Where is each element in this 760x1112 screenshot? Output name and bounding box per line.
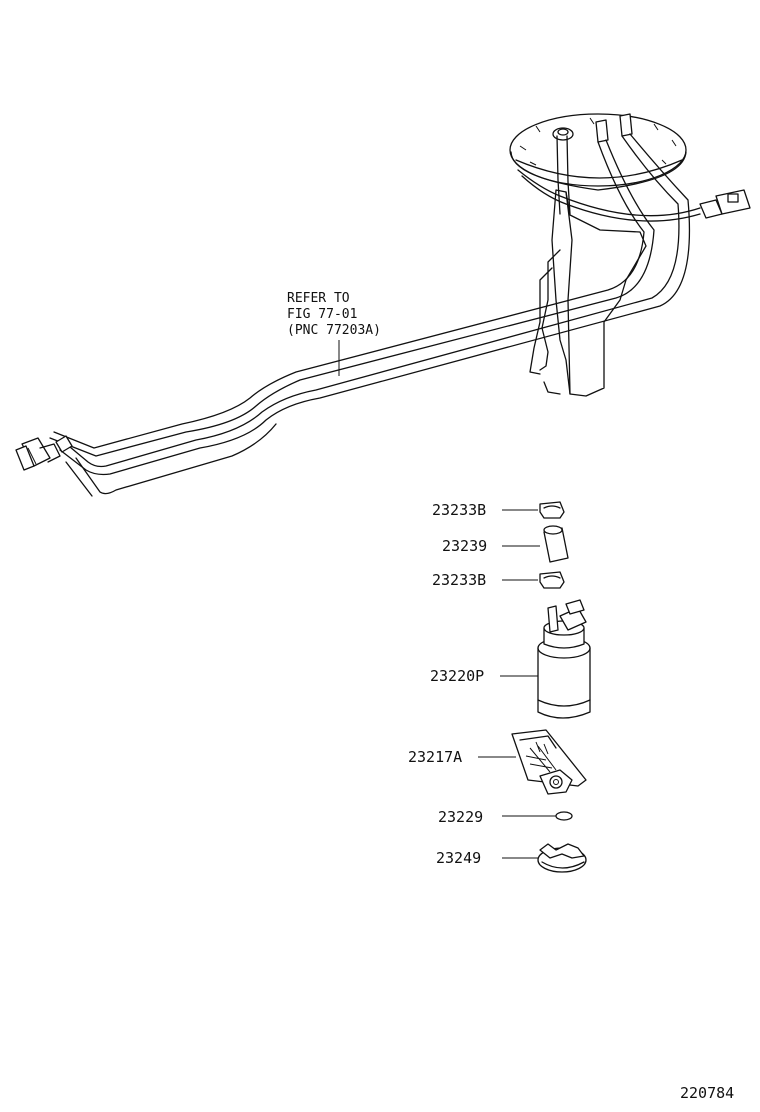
fuel-tube-lines [49, 133, 691, 497]
part-label-23233b-upper: 23233B [432, 501, 486, 519]
fuel-pump-assembly-illustration [509, 113, 751, 397]
part-label-23217a: 23217A [408, 748, 462, 766]
part-23239: 23239 [442, 525, 569, 563]
part-23233b-lower: 23233B [432, 571, 565, 589]
fuel-pump-icon [537, 599, 591, 719]
reference-note-line2: FIG 77-01 [287, 307, 357, 322]
part-label-23220p: 23220P [430, 667, 484, 685]
part-label-23233b-lower: 23233B [432, 571, 486, 589]
part-label-23229: 23229 [438, 808, 483, 826]
reference-note: REFER TO FIG 77-01 (PNC 77203A) [287, 291, 381, 376]
hose-clamp-icon [539, 571, 565, 589]
retaining-clip-icon [537, 843, 587, 873]
tube-end-connector-illustration [15, 437, 61, 471]
part-23233b-upper: 23233B [432, 501, 565, 519]
part-23249: 23249 [436, 843, 587, 873]
part-23229: 23229 [438, 808, 573, 826]
part-label-23239: 23239 [442, 537, 487, 555]
reference-note-line1: REFER TO [287, 291, 350, 306]
hose-clamp-icon [539, 501, 565, 519]
part-23217a: 23217A [408, 729, 587, 795]
part-23220p: 23220P [430, 599, 591, 719]
reference-note-line3: (PNC 77203A) [287, 323, 381, 338]
o-ring-icon [555, 811, 573, 821]
part-label-23249: 23249 [436, 849, 481, 867]
fuel-filter-icon [511, 729, 587, 795]
figure-number: 220784 [680, 1084, 734, 1102]
